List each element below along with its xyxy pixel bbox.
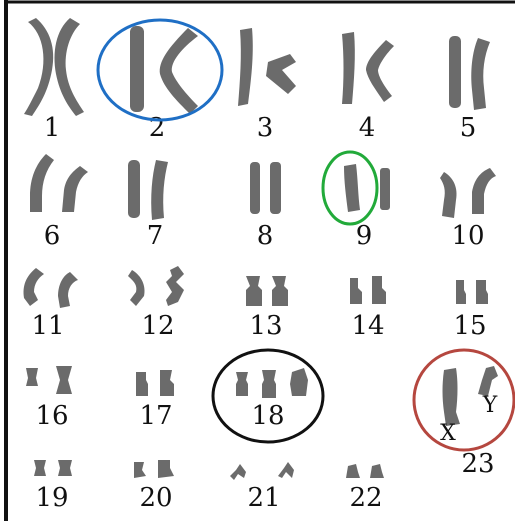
highlight-circle-chromosome-23 — [412, 348, 515, 452]
label-chromosome-x: X — [440, 421, 456, 446]
chromosome-pair-20 — [134, 460, 174, 478]
chromosome-x — [442, 368, 460, 426]
label-chromosome-14: 14 — [351, 311, 384, 341]
label-chromosome-21: 21 — [247, 483, 280, 513]
label-chromosome-1: 1 — [44, 113, 61, 143]
highlight-circle-chromosome-18 — [211, 348, 325, 444]
label-chromosome-9: 9 — [356, 221, 373, 251]
label-chromosome-17: 17 — [139, 401, 172, 431]
highlight-circle-chromosome-2 — [96, 18, 224, 122]
label-chromosome-7: 7 — [147, 221, 164, 251]
label-chromosome-5: 5 — [460, 113, 477, 143]
label-chromosome-20: 20 — [139, 483, 172, 513]
label-chromosome-4: 4 — [359, 113, 376, 143]
label-chromosome-11: 11 — [31, 311, 64, 341]
chromosome-pair-15 — [456, 280, 488, 304]
chromosome-pair-10 — [440, 168, 496, 218]
chromosome-pair-7 — [128, 160, 168, 220]
chromosome-pair-21 — [230, 462, 294, 480]
label-chromosome-22: 22 — [349, 483, 382, 513]
label-chromosome-12: 12 — [141, 311, 174, 341]
chromosome-pair-5 — [449, 36, 490, 110]
label-chromosome-8: 8 — [257, 221, 274, 251]
label-chromosome-23: 23 — [461, 449, 494, 479]
chromosome-pair-19 — [34, 460, 72, 476]
chromosome-pair-17 — [136, 370, 174, 396]
chromosome-pair-16 — [26, 366, 72, 394]
label-chromosome-3: 3 — [257, 113, 274, 143]
chromosome-pair-11 — [23, 268, 78, 308]
chromosome-pair-13 — [246, 276, 288, 306]
chromosome-pair-1 — [24, 18, 84, 116]
chromosome-pair-8 — [250, 162, 281, 214]
chromosome-pair-3 — [238, 28, 296, 106]
label-chromosome-13: 13 — [249, 311, 282, 341]
chromosome-pair-14 — [350, 276, 386, 304]
label-chromosome-6: 6 — [44, 221, 61, 251]
label-chromosome-y: Y — [482, 393, 498, 418]
label-chromosome-16: 16 — [35, 401, 68, 431]
chromosome-pair-4 — [342, 32, 394, 104]
chromosome-pair-9 — [344, 164, 390, 212]
chromosome-pair-12 — [128, 266, 184, 306]
chromosome-pair-6 — [30, 154, 88, 212]
chromosome-pair-22 — [346, 464, 384, 478]
label-chromosome-15: 15 — [453, 311, 486, 341]
chromosome-pair-2 — [130, 26, 198, 114]
label-chromosome-19: 19 — [35, 483, 68, 513]
label-chromosome-10: 10 — [451, 221, 484, 251]
label-chromosome-18: 18 — [251, 401, 284, 431]
chromosome-y — [478, 366, 498, 396]
highlight-circle-chromosome-9 — [321, 150, 379, 226]
label-chromosome-2: 2 — [149, 113, 166, 143]
chromosome-pair-18 — [236, 368, 308, 398]
